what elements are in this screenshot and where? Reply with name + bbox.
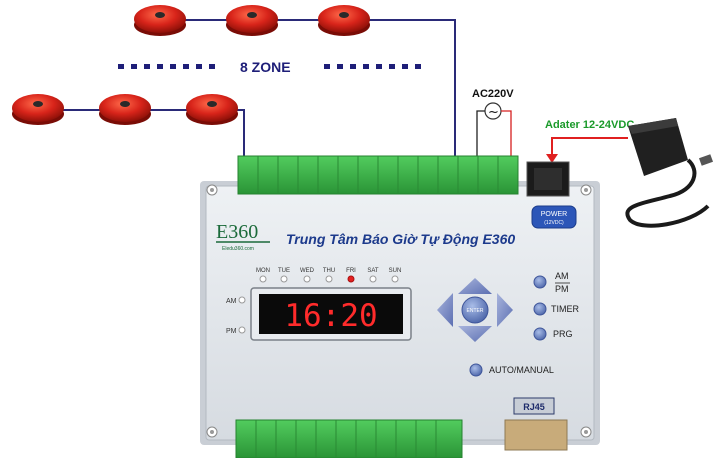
ampm-button-bottom: PM xyxy=(555,284,569,294)
svg-text:~: ~ xyxy=(488,105,499,120)
enter-button[interactable] xyxy=(461,296,489,324)
auto-manual-label: AUTO/MANUAL xyxy=(489,365,554,375)
timer-button-label: TIMER xyxy=(551,304,579,314)
ampm-button-top: AM xyxy=(555,271,569,281)
day-led xyxy=(369,275,377,283)
rj45-badge: RJ45 xyxy=(513,397,555,415)
day-led xyxy=(325,275,333,283)
nav-pad[interactable]: ENTER xyxy=(437,278,513,342)
zone-label: 8 ZONE xyxy=(240,59,291,75)
day-label: FRI xyxy=(346,268,356,274)
ac-wire-neutral xyxy=(476,110,485,158)
bell-icon xyxy=(99,94,151,125)
svg-text:Eledu360.com: Eledu360.com xyxy=(222,246,254,252)
day-label: THU xyxy=(323,268,335,274)
bottom-terminal-block xyxy=(235,419,568,458)
arrow-right-icon[interactable] xyxy=(497,293,513,327)
svg-text:E360: E360 xyxy=(216,221,258,243)
device-title: Trung Tâm Báo Giờ Tự Động E360 xyxy=(286,231,515,247)
ampm-button[interactable]: AM PM xyxy=(533,271,570,294)
power-adapter-icon xyxy=(625,118,714,228)
prg-button[interactable]: PRG xyxy=(533,327,573,341)
timer-button[interactable]: TIMER xyxy=(533,302,579,316)
prg-button-label: PRG xyxy=(553,329,573,339)
bell-icon xyxy=(226,5,278,36)
arrow-icon xyxy=(546,137,628,163)
am-label: AM xyxy=(226,298,237,305)
power-button-sublabel: (12VDC) xyxy=(544,220,564,226)
ac-source-icon: ~ xyxy=(484,102,502,120)
adapter-label: Adater 12-24VDC xyxy=(545,119,634,131)
power-button[interactable]: POWER (12VDC) xyxy=(531,205,577,229)
bell-icon xyxy=(134,5,186,36)
day-label: SUN xyxy=(389,268,402,274)
e360-logo: E360 Eledu360.com xyxy=(216,221,270,252)
zone-wiring xyxy=(35,19,456,158)
arrow-down-icon[interactable] xyxy=(458,326,492,342)
time-display: 16:20 xyxy=(250,287,412,341)
am-led xyxy=(238,296,246,304)
top-terminal-block xyxy=(237,155,519,195)
arrow-up-icon[interactable] xyxy=(458,278,492,294)
day-led xyxy=(259,275,267,283)
bell-icon xyxy=(12,94,64,125)
zone-dashes xyxy=(118,64,421,69)
arrow-left-icon[interactable] xyxy=(437,293,453,327)
pm-label: PM xyxy=(226,328,237,335)
bell-icon xyxy=(318,5,370,36)
power-button-label: POWER xyxy=(541,211,567,218)
enter-button-label: ENTER xyxy=(467,308,484,314)
day-label: SAT xyxy=(367,268,379,274)
day-led xyxy=(391,275,399,283)
day-led xyxy=(280,275,288,283)
day-label: WED xyxy=(300,268,315,274)
pm-led xyxy=(238,326,246,334)
auto-manual-button[interactable]: AUTO/MANUAL xyxy=(469,363,554,377)
day-led xyxy=(303,275,311,283)
ac-wire-live xyxy=(501,110,512,158)
bell-icon xyxy=(186,94,238,125)
ac-input-label: AC220V xyxy=(472,88,514,100)
day-led-active xyxy=(347,275,355,283)
dc-jack xyxy=(526,161,570,197)
time-display-value: 16:20 xyxy=(284,298,377,334)
svg-text:RJ45: RJ45 xyxy=(523,402,545,412)
day-label: TUE xyxy=(278,268,290,274)
day-indicators: MON TUE WED THU FRI SAT SUN xyxy=(256,268,402,283)
day-label: MON xyxy=(256,268,270,274)
